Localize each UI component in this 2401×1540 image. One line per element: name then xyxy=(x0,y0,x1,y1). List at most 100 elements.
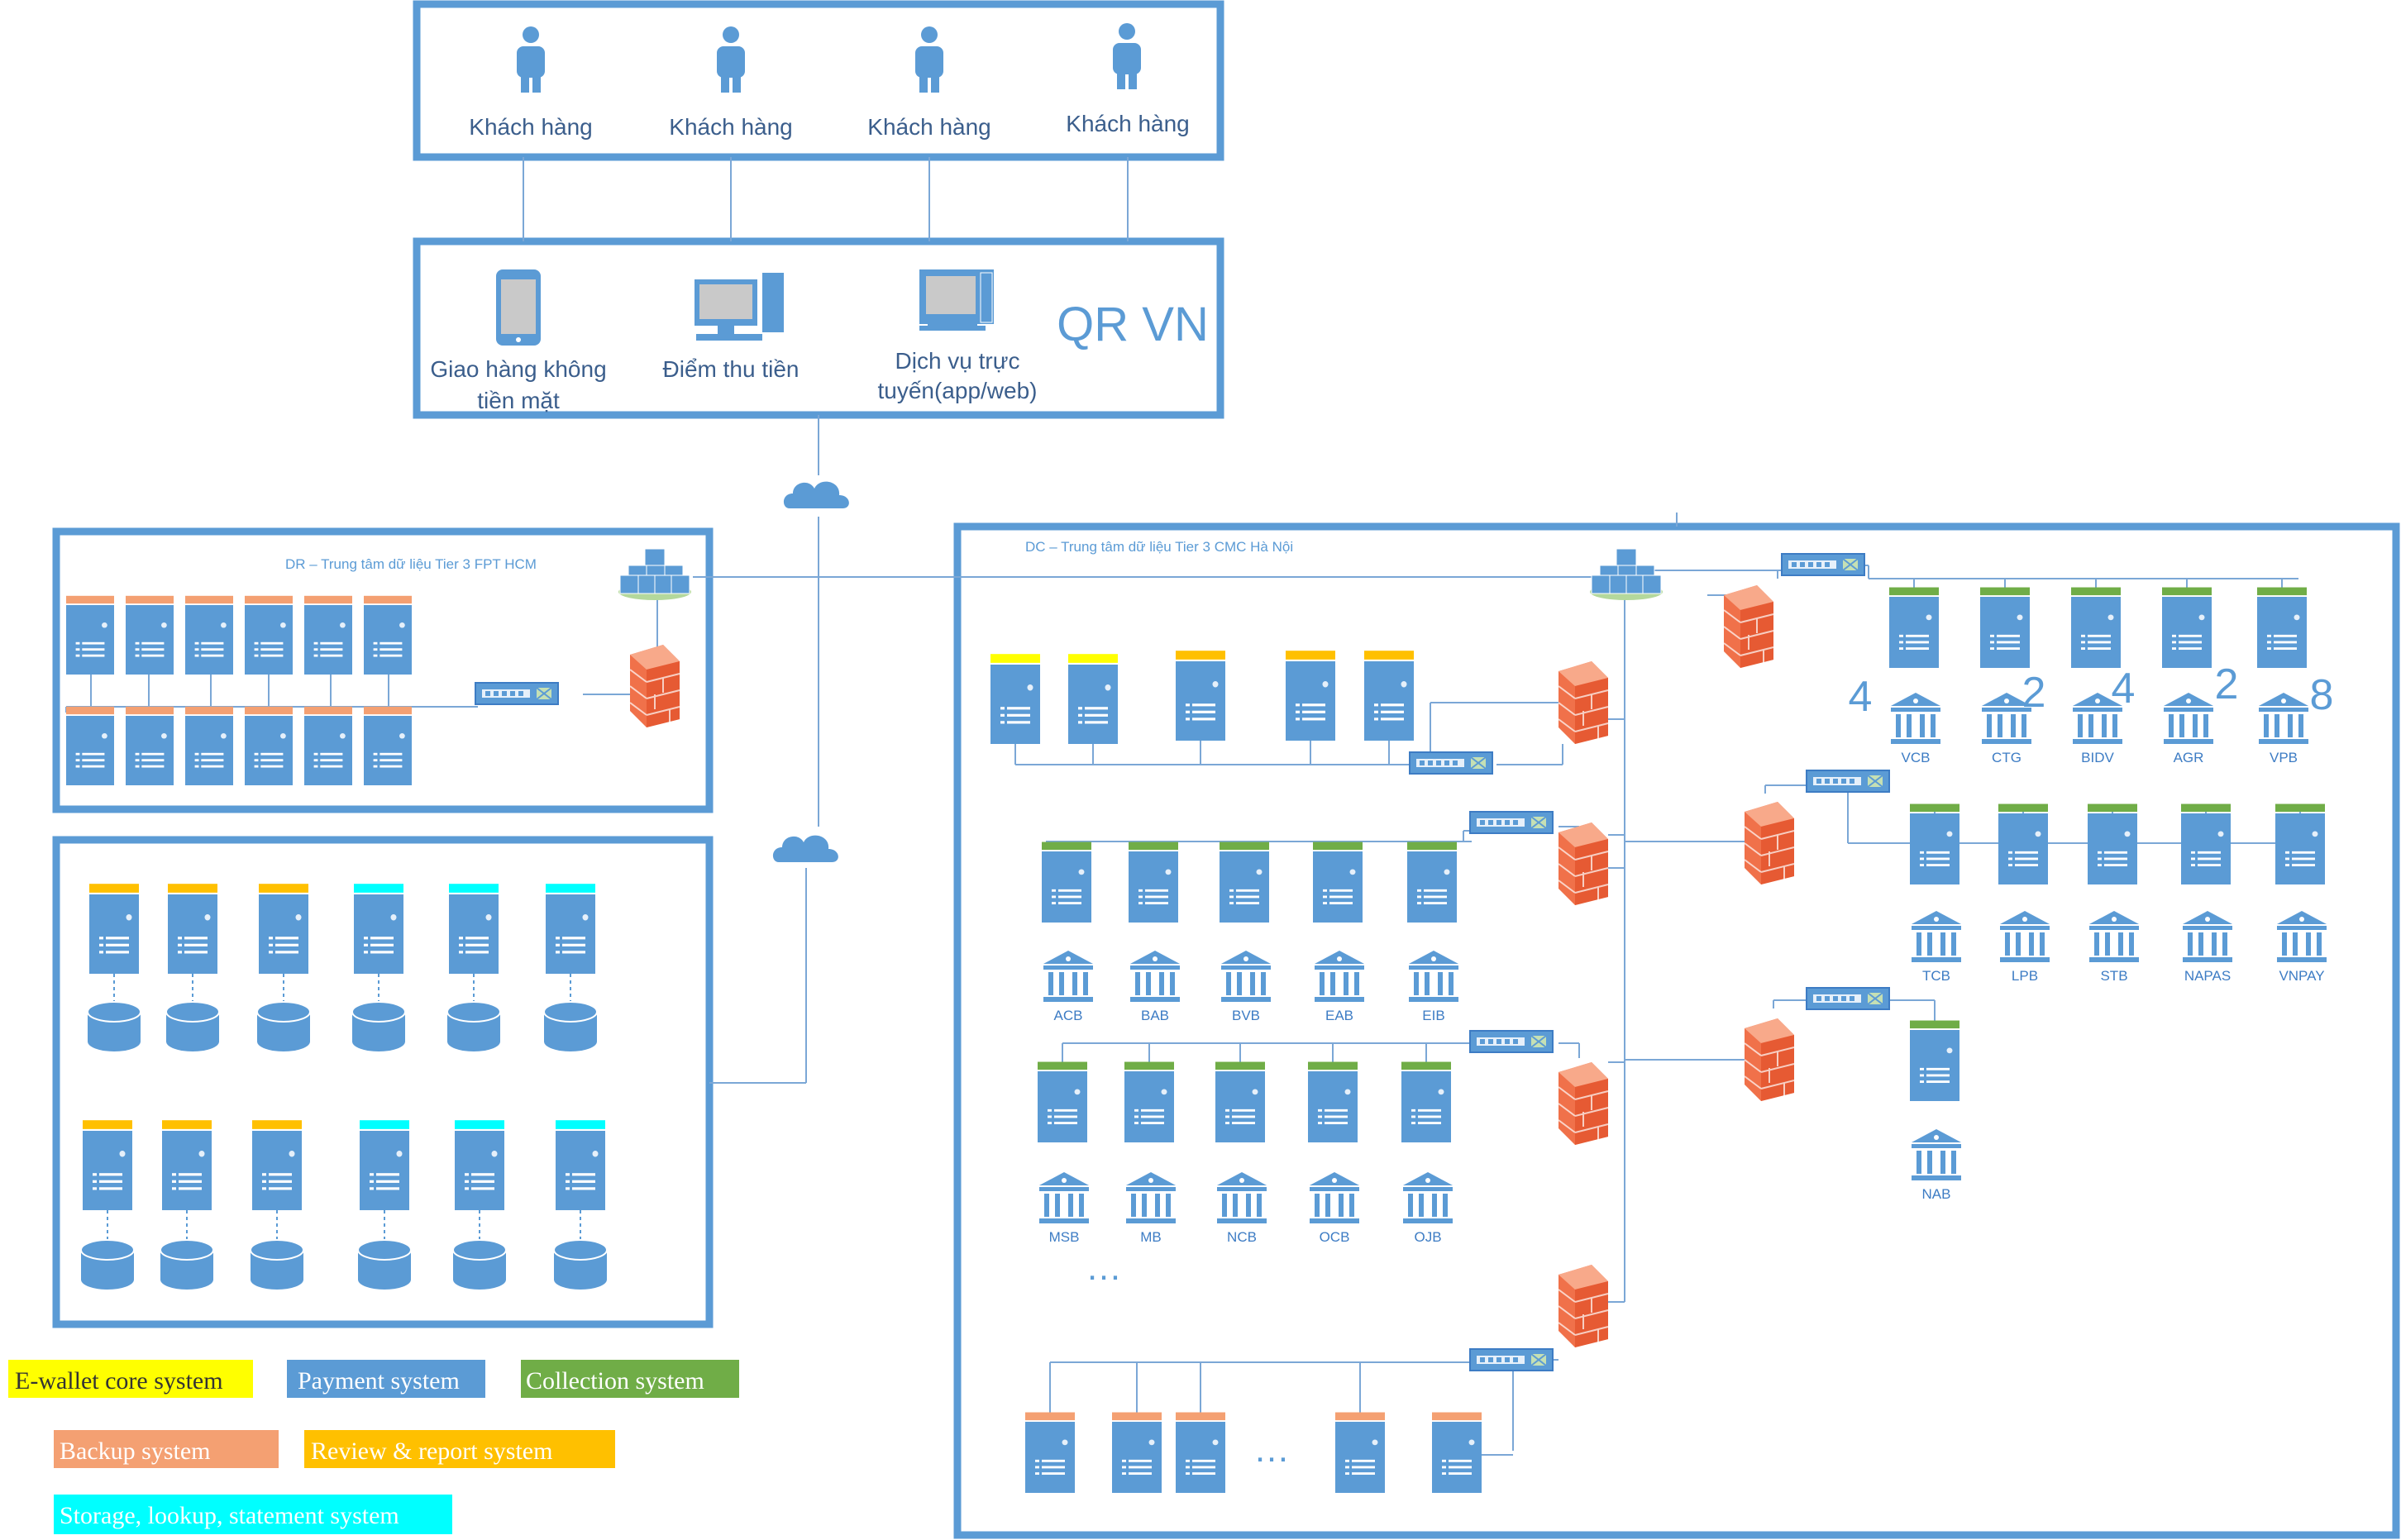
server-icon xyxy=(546,884,595,974)
bank-icon xyxy=(1912,1129,1961,1180)
legend-payment-label: Payment system xyxy=(298,1367,460,1395)
server-icon xyxy=(990,654,1040,744)
bank-icon xyxy=(1043,951,1093,1002)
database-icon xyxy=(250,1239,304,1290)
bank-label: ACB xyxy=(1054,1008,1083,1023)
server-icon xyxy=(1910,803,1959,884)
bank-label: LPB xyxy=(2012,968,2038,984)
firewall-icon xyxy=(1744,801,1795,885)
legend-ewallet-label: E-wallet core system xyxy=(15,1367,223,1395)
server-icon xyxy=(1112,1412,1162,1493)
server-icon xyxy=(360,1120,409,1210)
bank-icon xyxy=(1310,1172,1359,1223)
server-icon xyxy=(1068,654,1118,744)
bank-label: MSB xyxy=(1049,1229,1080,1245)
bank-icon xyxy=(2089,911,2139,962)
laptop-icon xyxy=(919,269,994,331)
customers-frame xyxy=(413,0,1224,161)
server-icon xyxy=(1215,1061,1265,1142)
bank-icon xyxy=(1130,951,1180,1002)
switch-icon xyxy=(1806,770,1890,793)
server-icon xyxy=(1980,587,2030,668)
bank-icon xyxy=(2183,911,2232,962)
bank-label: OCB xyxy=(1320,1229,1350,1245)
switch-icon xyxy=(1781,553,1865,576)
legend-review-label: Review & report system xyxy=(311,1437,552,1465)
switch-icon xyxy=(475,682,559,705)
bank-label: VPB xyxy=(2270,750,2298,765)
legend-collection-label: Collection system xyxy=(526,1367,704,1395)
bank-label: OJB xyxy=(1414,1229,1441,1245)
server-icon xyxy=(83,1120,132,1210)
dc-frame xyxy=(953,522,2400,1539)
server-icon xyxy=(2162,587,2212,668)
legend-backup: Backup system xyxy=(54,1430,279,1468)
server-icon xyxy=(2088,803,2137,884)
switch-icon xyxy=(1409,751,1493,775)
bank-icon xyxy=(2259,693,2308,744)
bank-label: VCB xyxy=(1902,750,1931,765)
database-icon xyxy=(452,1239,507,1290)
server-icon xyxy=(1335,1412,1385,1493)
legend: E-wallet core system Payment system Coll… xyxy=(8,1360,739,1534)
bank-count-label: 4 xyxy=(1849,673,1873,721)
firewall-icon xyxy=(1558,822,1609,906)
switch-icon xyxy=(1469,1348,1554,1371)
person-icon xyxy=(717,26,745,93)
switch-icon xyxy=(1469,1030,1554,1053)
bank-icon xyxy=(2000,911,2050,962)
server-icon xyxy=(304,706,352,785)
server-icon xyxy=(126,706,174,785)
bank-icon xyxy=(1912,911,1961,962)
server-icon xyxy=(185,706,233,785)
server-icon xyxy=(1407,842,1457,923)
bank-count-label: 2 xyxy=(2022,669,2046,717)
firewall-icon xyxy=(1744,1018,1795,1102)
server-icon xyxy=(364,595,412,675)
database-icon xyxy=(446,1001,501,1052)
bank-label: STB xyxy=(2100,968,2127,984)
bank-label: TCB xyxy=(1922,968,1950,984)
storage-servers xyxy=(80,884,608,1290)
server-icon xyxy=(1313,842,1363,923)
server-icon xyxy=(2257,587,2307,668)
server-icon xyxy=(449,884,499,974)
bank-label: NAB xyxy=(1922,1186,1951,1202)
server-icon xyxy=(162,1120,212,1210)
desktop-computer-icon xyxy=(695,273,784,341)
legend-storage-label: Storage, lookup, statement system xyxy=(60,1502,399,1529)
bank-label: NCB xyxy=(1227,1229,1257,1245)
bank-icon xyxy=(1039,1172,1089,1223)
database-icon xyxy=(87,1001,141,1052)
server-icon xyxy=(354,884,403,974)
smartphone-icon xyxy=(496,269,541,346)
bank-label: AGR xyxy=(2174,750,2204,765)
server-icon xyxy=(1042,842,1091,923)
server-icon xyxy=(1432,1412,1482,1493)
bank-label: VNPAY xyxy=(2279,968,2324,984)
dc-servers xyxy=(990,587,2325,1493)
database-icon xyxy=(351,1001,406,1052)
customers-group: Khách hàng Khách hàng Khách hàng Khách h… xyxy=(469,23,1190,140)
server-icon xyxy=(66,706,114,785)
bank-label: EAB xyxy=(1325,1008,1353,1023)
dr-frame xyxy=(52,527,714,813)
server-icon xyxy=(1176,1412,1225,1493)
bank-label: CTG xyxy=(1992,750,2022,765)
switch-icon xyxy=(1806,987,1890,1010)
bank-label: EIB xyxy=(1422,1008,1444,1023)
router-icon xyxy=(1589,548,1664,601)
server-icon xyxy=(1910,1020,1959,1101)
legend-collection: Collection system xyxy=(521,1360,739,1398)
bank-label: BVB xyxy=(1232,1008,1260,1023)
channel-label: Giao hàng không xyxy=(430,356,606,382)
banks-ellipsis: … xyxy=(1086,1247,1122,1288)
database-icon xyxy=(256,1001,311,1052)
database-icon xyxy=(160,1239,214,1290)
server-icon xyxy=(245,706,293,785)
server-icon xyxy=(89,884,139,974)
server-icon xyxy=(1129,842,1178,923)
person-icon xyxy=(1113,23,1141,89)
